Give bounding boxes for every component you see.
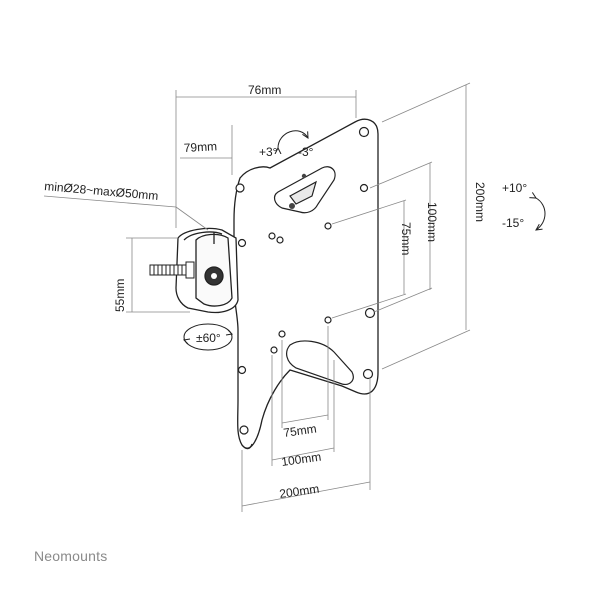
label-tilt-up: +10° bbox=[502, 181, 527, 195]
dim-line-pole bbox=[43, 195, 209, 231]
label-swivel-left: +3° bbox=[259, 145, 278, 159]
vesa-plate bbox=[233, 118, 379, 449]
label-pole-range: minØ28~maxØ50mm bbox=[44, 179, 159, 203]
label-75mm-v: 75mm bbox=[399, 222, 413, 255]
dim-line-76mm bbox=[175, 90, 357, 228]
tilt-arrow-icon bbox=[536, 198, 546, 230]
label-tilt-down: -15° bbox=[502, 216, 524, 230]
upper-bracket bbox=[273, 166, 336, 214]
lower-bracket bbox=[286, 340, 354, 385]
swivel-arrow-icon bbox=[278, 130, 308, 148]
label-79mm: 79mm bbox=[183, 139, 217, 155]
label-55mm: 55mm bbox=[113, 279, 127, 312]
dim-line-100mm-h bbox=[271, 355, 335, 466]
dim-line-75mm-v bbox=[331, 199, 407, 319]
label-100mm-v: 100mm bbox=[425, 202, 439, 242]
dim-line-79mm bbox=[180, 125, 233, 175]
label-76mm: 76mm bbox=[248, 83, 281, 97]
label-200mm-h: 200mm bbox=[278, 482, 320, 501]
dim-line-75mm-h bbox=[281, 326, 329, 428]
label-100mm-h: 100mm bbox=[280, 450, 322, 469]
dim-line-200mm-h bbox=[241, 378, 371, 512]
screw-holes bbox=[235, 126, 376, 435]
pole-clamp bbox=[175, 227, 239, 314]
label-swivel-right: -3° bbox=[298, 145, 314, 159]
brand-logo-text: Neomounts bbox=[34, 548, 108, 564]
label-75mm-h: 75mm bbox=[282, 421, 317, 440]
dim-line-100mm-v bbox=[369, 161, 433, 313]
label-200mm-v: 200mm bbox=[473, 182, 487, 222]
bracket-screws bbox=[289, 173, 307, 209]
dim-line-55mm bbox=[126, 237, 190, 313]
threaded-bolt bbox=[149, 261, 195, 279]
label-rotation: ±60° bbox=[196, 331, 221, 345]
plate-edge bbox=[241, 443, 253, 450]
dim-line-200mm-v bbox=[381, 82, 471, 370]
rotation-arrow-icon bbox=[183, 323, 233, 351]
